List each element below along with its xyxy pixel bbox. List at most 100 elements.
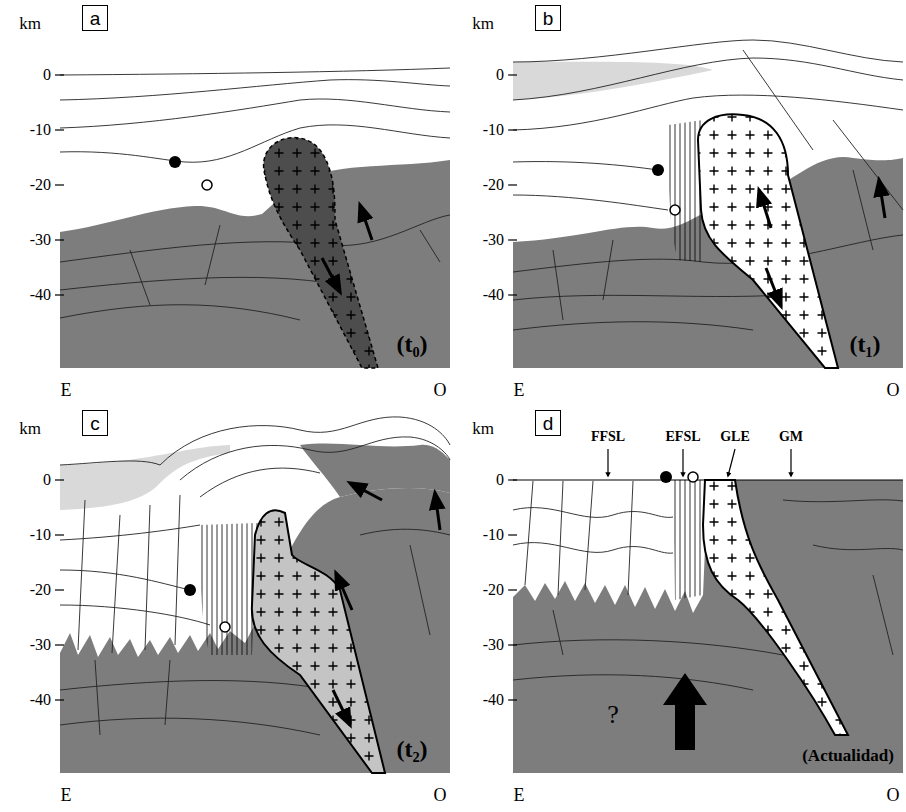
geology-shape: [264, 138, 378, 368]
axis-tick-label: -40: [483, 287, 504, 304]
geology-shape: [513, 58, 903, 100]
geology-shape: [145, 505, 150, 650]
geology-shape: [513, 675, 753, 690]
axis-tick-label: -40: [30, 287, 51, 304]
panel-letter: d: [543, 414, 554, 433]
geology-shape: [60, 305, 300, 320]
arrow-line: [508, 294, 517, 295]
arrow-line: [55, 534, 64, 535]
geology-shape: [200, 523, 258, 655]
geology-shape: [513, 480, 708, 613]
geology-shape: [553, 610, 563, 655]
geology-shape: [553, 250, 563, 320]
axis-unit: km: [472, 420, 494, 438]
arrow-line: [360, 205, 372, 240]
panel-group: [55, 417, 450, 773]
marker-dot: [169, 156, 181, 168]
geology-shape: [698, 114, 838, 368]
axis-tick-label: -20: [30, 582, 51, 599]
geology-shape: [873, 575, 893, 655]
time-stage-label: (Actualidad): [800, 746, 896, 766]
geology-shape: [628, 481, 633, 595]
arrow-line: [607, 449, 608, 476]
panel-letter-box: c: [82, 410, 108, 436]
arrow-line: [333, 690, 350, 725]
arrow-line: [508, 534, 517, 535]
axis-tick-label: 0: [43, 472, 51, 489]
geology-shape: [513, 640, 783, 655]
arrow-line: [55, 589, 64, 590]
panel-letter: c: [90, 414, 100, 433]
panel-ground: [60, 25, 450, 368]
unit-label: GLE: [720, 430, 750, 445]
geology-shape: [60, 681, 330, 690]
arrow-line: [508, 699, 517, 700]
arrow-line: [55, 184, 64, 185]
arrow-line: [55, 699, 64, 700]
geology-shape: [783, 500, 903, 502]
geology-shape: [95, 660, 100, 735]
axis-tick-label: -30: [483, 637, 504, 654]
geology-shape: [60, 215, 450, 262]
arrow-line: [508, 129, 517, 130]
direction-label: E: [514, 381, 525, 400]
panel-group: [608, 449, 791, 476]
axis-tick-label: -20: [483, 177, 504, 194]
geology-shape: [698, 114, 838, 368]
geology-shape: [663, 673, 707, 750]
axis-tick-label: 0: [496, 472, 504, 489]
panel-ground: [513, 25, 903, 368]
geology-shape: [513, 508, 673, 518]
panel-letter-box: b: [535, 5, 561, 31]
geology-shape: [60, 461, 160, 465]
unit-label: FFSL: [591, 430, 625, 445]
geology-shape: [160, 417, 450, 465]
marker-dot: [220, 622, 230, 632]
time-stage-label: (t₂): [394, 736, 429, 763]
geology-shape: [300, 444, 450, 497]
axis-tick-label: 0: [496, 67, 504, 84]
panel-group: [508, 430, 903, 773]
geology-shape: [513, 295, 783, 300]
direction-label: O: [887, 786, 900, 805]
arrow-line: [728, 449, 735, 476]
axis-tick-label: -30: [483, 232, 504, 249]
marker-dot: [660, 471, 672, 483]
geology-shape: [60, 125, 450, 162]
geology-shape: [513, 162, 658, 170]
marker-dot: [670, 205, 680, 215]
axis-tick-label: -40: [483, 692, 504, 709]
marker-dot: [202, 180, 212, 190]
geology-shape: [60, 99, 450, 128]
direction-label: O: [434, 786, 447, 805]
axis-tick-label: 0: [43, 67, 51, 84]
arrow-line: [790, 449, 791, 476]
direction-label: O: [434, 381, 447, 400]
geology-shape: [813, 545, 903, 550]
axis-tick-label: -20: [30, 177, 51, 194]
geology-shape: [60, 445, 230, 510]
geology-shape: [513, 235, 903, 272]
axis-tick-label: -10: [483, 122, 504, 139]
axis-tick-label: -30: [30, 637, 51, 654]
arrow-line: [682, 449, 683, 476]
arrow-line: [879, 180, 885, 218]
geology-shape: [205, 225, 220, 285]
geology-shape: [252, 510, 385, 773]
arrow-line: [513, 479, 903, 480]
arrow-line: [55, 294, 64, 295]
panel-group: [508, 25, 903, 368]
geology-shape: [525, 481, 533, 585]
geology-shape: [703, 480, 848, 735]
axis-tick-label: -20: [483, 582, 504, 599]
time-stage-label: (t₁): [847, 331, 882, 358]
geology-shape: [420, 230, 440, 262]
panel-ground: [513, 430, 903, 480]
geology-shape: [60, 488, 450, 773]
arrow-line: [55, 74, 64, 75]
geology-shape: [200, 468, 320, 497]
panel-group: [55, 25, 450, 368]
axis-tick-label: -10: [483, 527, 504, 544]
unknown-mark: ?: [607, 701, 619, 728]
